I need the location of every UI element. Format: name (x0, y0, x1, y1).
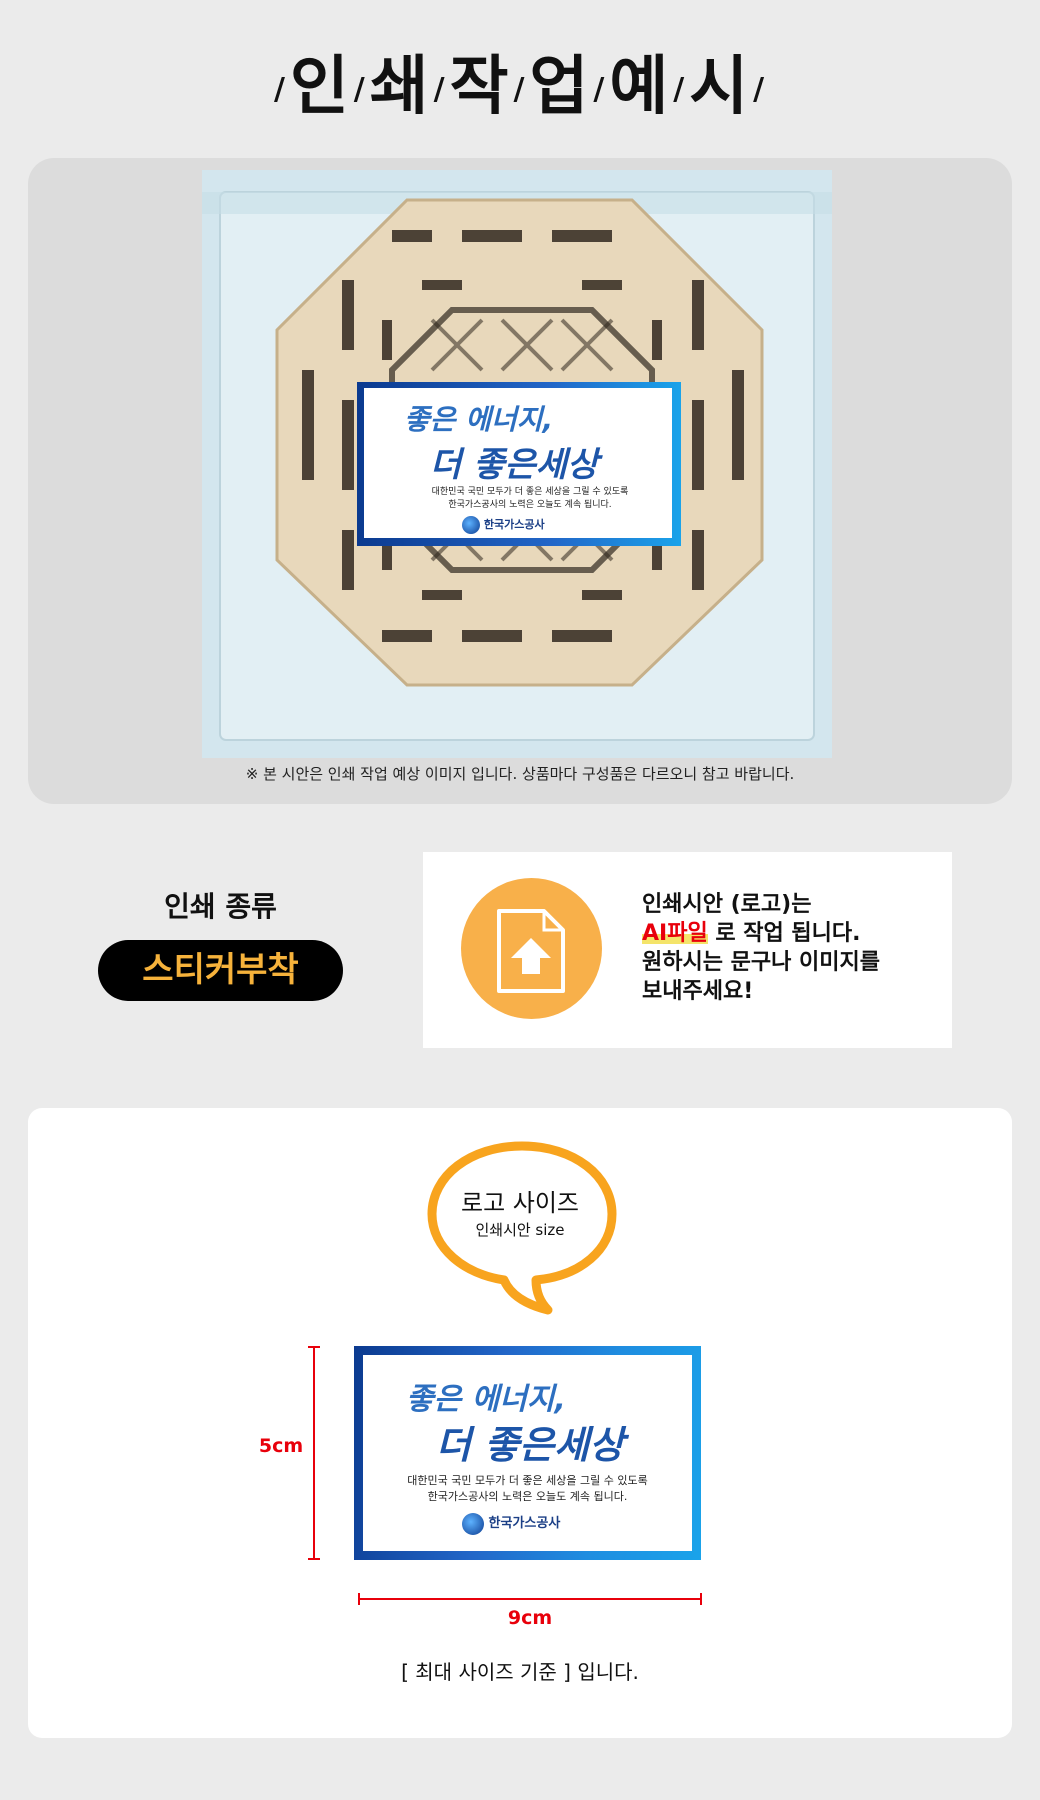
card-headline-1: 좋은 에너지, (404, 403, 554, 436)
company-logo-icon (462, 516, 480, 534)
print-type-label: 인쇄 종류 (164, 890, 277, 923)
height-label: 5cm (258, 1435, 304, 1457)
height-dimension-tick (308, 1346, 320, 1348)
preview-caption: ※ 본 시안은 인쇄 작업 예상 이미지 입니다. 상품마다 구성품은 다르오니… (245, 765, 795, 783)
card-logo: 한국가스공사 (462, 516, 545, 534)
height-dimension-tick (308, 1558, 320, 1560)
height-dimension-line (313, 1346, 315, 1560)
page-title: /인/쇄/작/업/예/시/ (273, 50, 767, 124)
company-logo-icon (462, 1512, 484, 1535)
bubble-title: 로고 사이즈 (460, 1189, 580, 1217)
card-headline-1: 좋은 에너지, (406, 1382, 566, 1417)
width-label: 9cm (507, 1607, 553, 1629)
card-headline-2: 더 좋은세상 (430, 445, 599, 485)
width-dimension-line (358, 1598, 702, 1600)
card-headline-2: 더 좋은세상 (436, 1423, 625, 1467)
wooden-coaster-image (202, 191, 832, 741)
product-photo (202, 170, 832, 758)
width-dimension-tick (358, 1593, 360, 1605)
file-upload-icon (497, 909, 565, 993)
file-info-text: 인쇄시안 (로고)는 AI파일 로 작업 됩니다. 원하시는 문구나 이미지를 … (642, 892, 880, 1004)
width-dimension-tick (700, 1593, 702, 1605)
speech-bubble-icon (427, 1141, 617, 1315)
size-basis-note: [ 최대 사이즈 기준 ] 입니다. (401, 1660, 639, 1684)
card-body-1: 대한민국 국민 모두가 더 좋은 세상을 그릴 수 있도록 (407, 1474, 648, 1487)
card-body-2: 한국가스공사의 노력은 오늘도 계속 됩니다. (448, 500, 612, 510)
card-body-1: 대한민국 국민 모두가 더 좋은 세상을 그릴 수 있도록 (431, 487, 629, 497)
card-body-2: 한국가스공사의 노력은 오늘도 계속 됩니다. (427, 1490, 628, 1503)
sample-sticker-inner (363, 1355, 692, 1551)
bubble-subtitle: 인쇄시안 size (475, 1221, 565, 1239)
card-logo: 한국가스공사 (462, 1512, 560, 1535)
print-type-badge: 스티커부착 (98, 940, 343, 1001)
ai-file-highlight: AI파일 (642, 921, 708, 946)
